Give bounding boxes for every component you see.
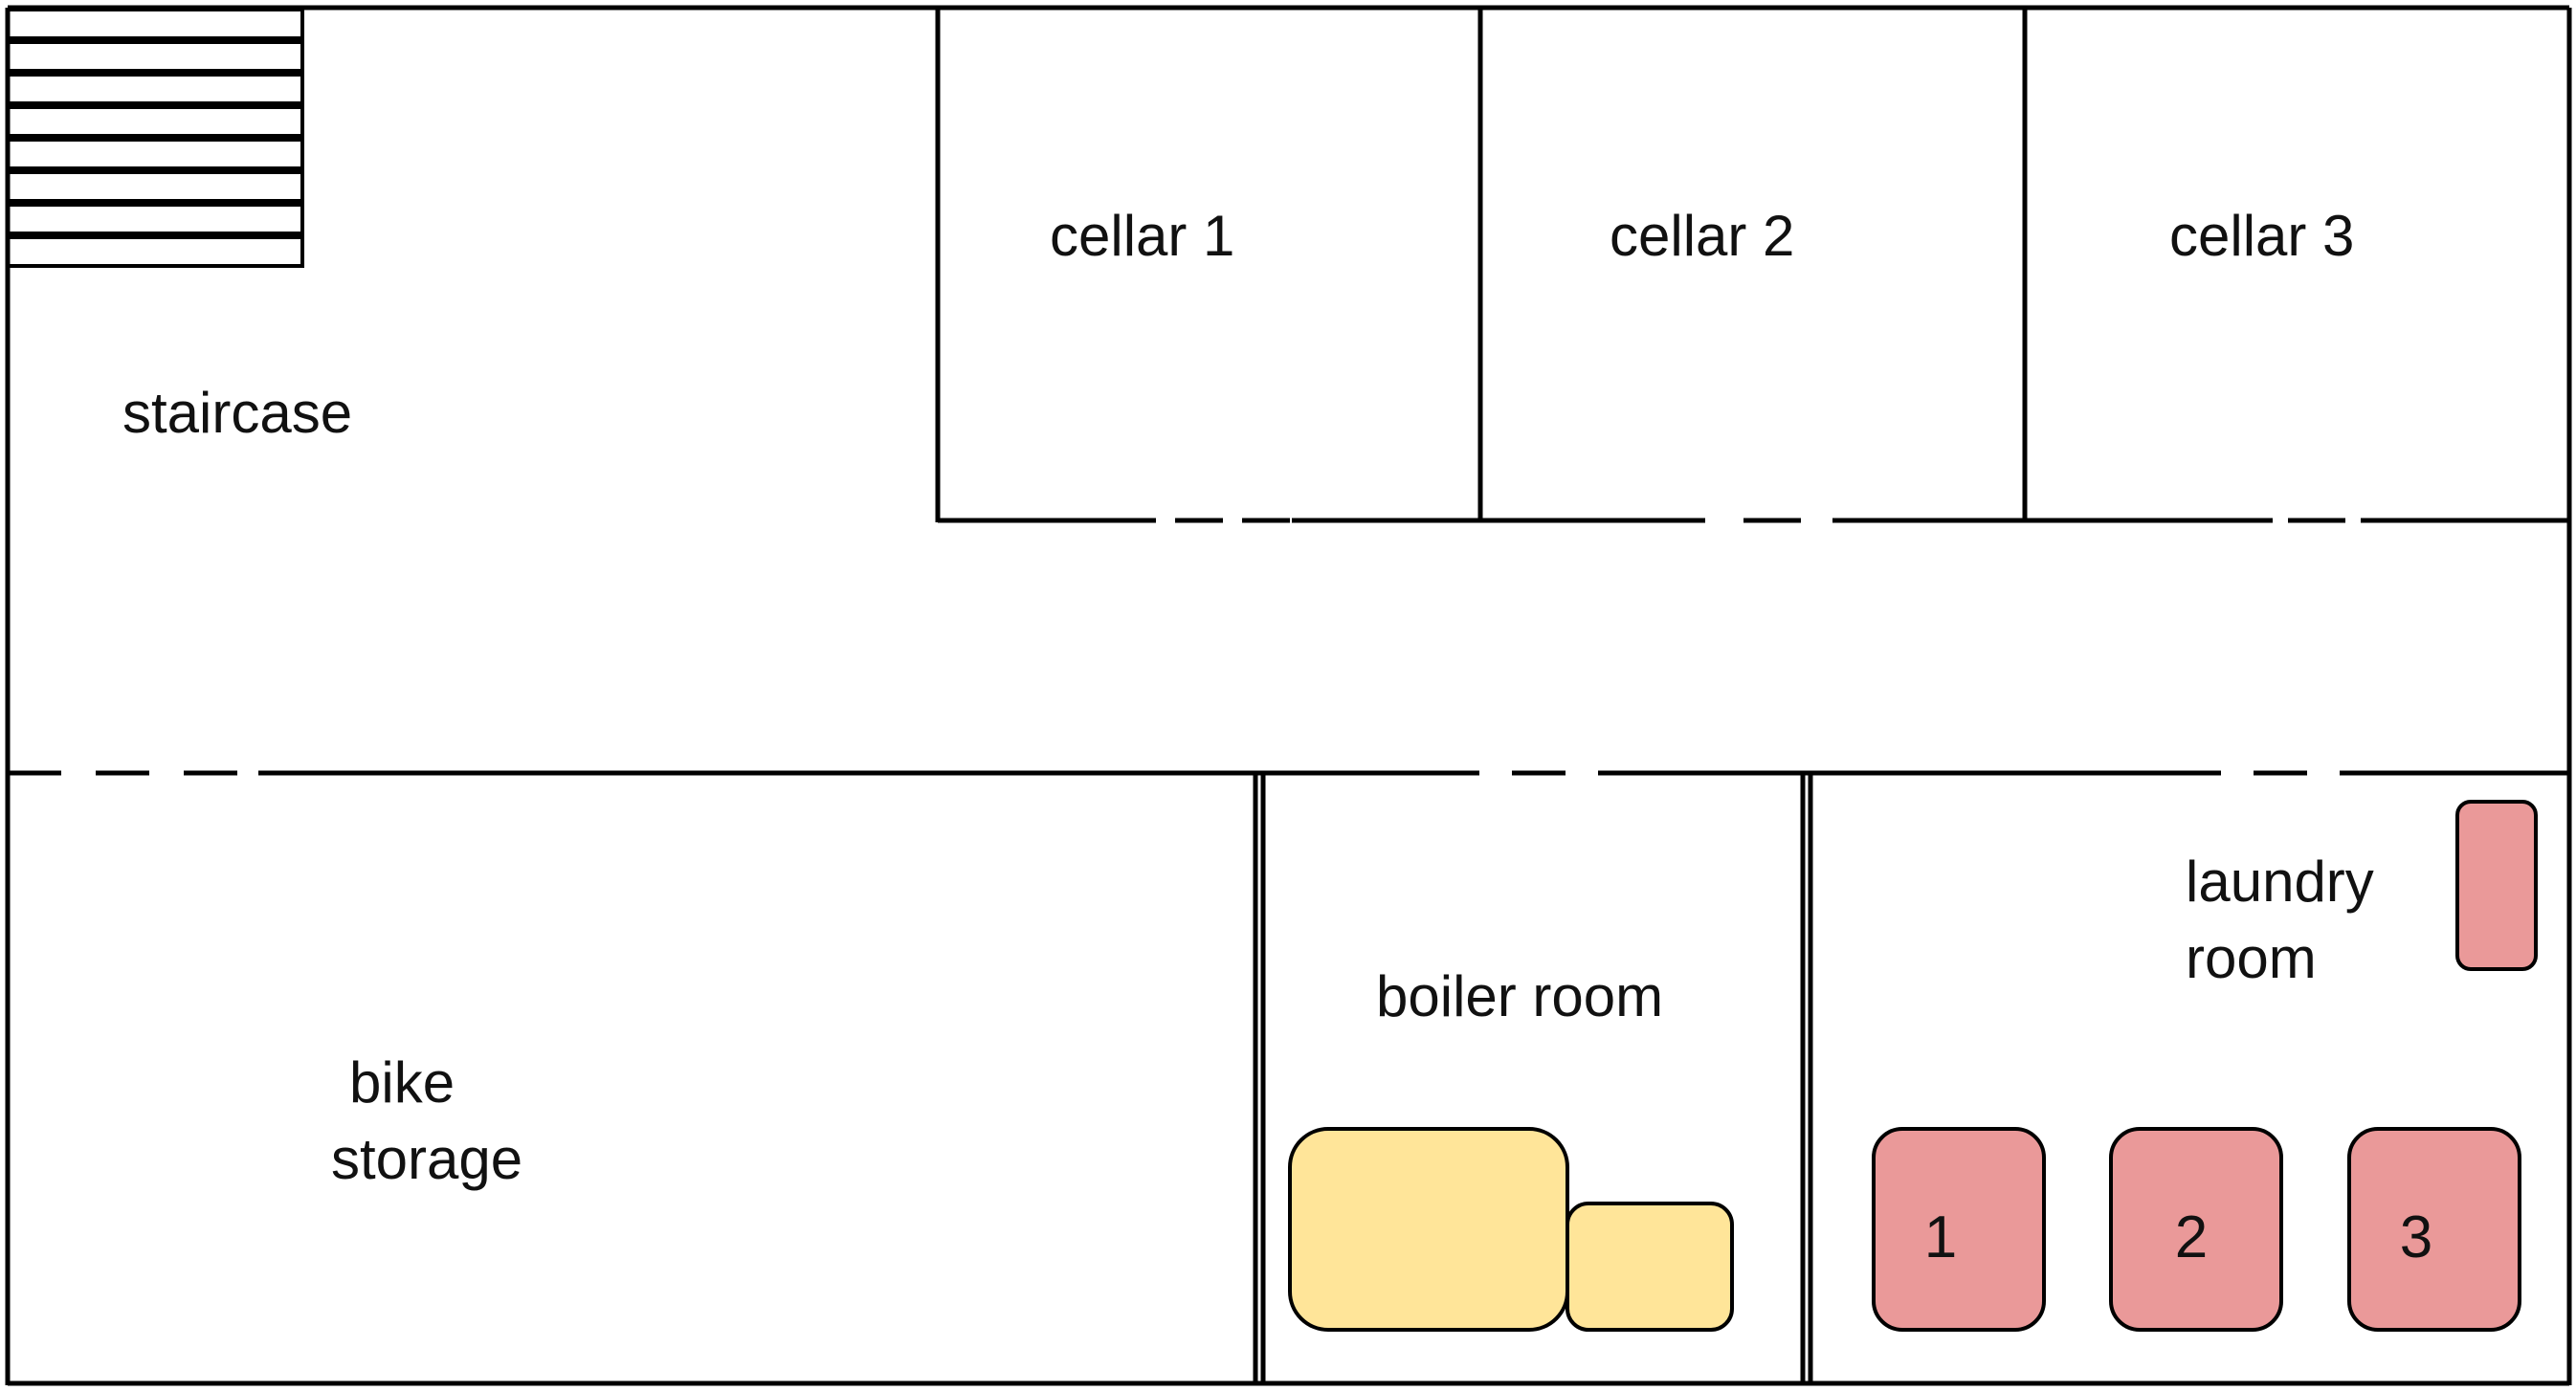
laundry-room-label-line1: laundry	[2186, 850, 2374, 914]
boiler-small	[1566, 1202, 1734, 1332]
washing-machine-2-number: 2	[2175, 1204, 2208, 1270]
laundry-room-label-line2: room	[2186, 926, 2317, 990]
stair-step	[6, 235, 304, 268]
dryer-unit	[2455, 800, 2538, 971]
stair-step	[6, 203, 304, 235]
bike-storage-label-line1: bike	[349, 1050, 455, 1115]
washing-machine-3-number: 3	[2400, 1204, 2432, 1270]
stair-step	[6, 40, 304, 73]
washing-machine-2	[2109, 1127, 2283, 1332]
cellar-1-label: cellar 1	[1050, 204, 1234, 268]
cellar-walls	[935, 8, 2569, 523]
outer-walls	[5, 5, 2572, 1386]
staircase-steps	[6, 8, 304, 268]
cellar-2-label: cellar 2	[1610, 204, 1794, 268]
washing-machine-3	[2347, 1127, 2521, 1332]
washing-machine-1	[1872, 1127, 2046, 1332]
washing-machine-1-number: 1	[1924, 1204, 1957, 1270]
boiler-room-label: boiler room	[1376, 964, 1663, 1028]
bottom-room-walls	[1253, 773, 1813, 1383]
staircase-label: staircase	[122, 381, 352, 445]
stair-step	[6, 8, 304, 40]
cellar-3-label: cellar 3	[2169, 204, 2354, 268]
stair-step	[6, 170, 304, 203]
stair-step	[6, 138, 304, 170]
stair-step	[6, 73, 304, 105]
bike-storage-label-line2: storage	[331, 1127, 522, 1191]
stair-step	[6, 105, 304, 138]
boiler-large	[1288, 1127, 1569, 1332]
